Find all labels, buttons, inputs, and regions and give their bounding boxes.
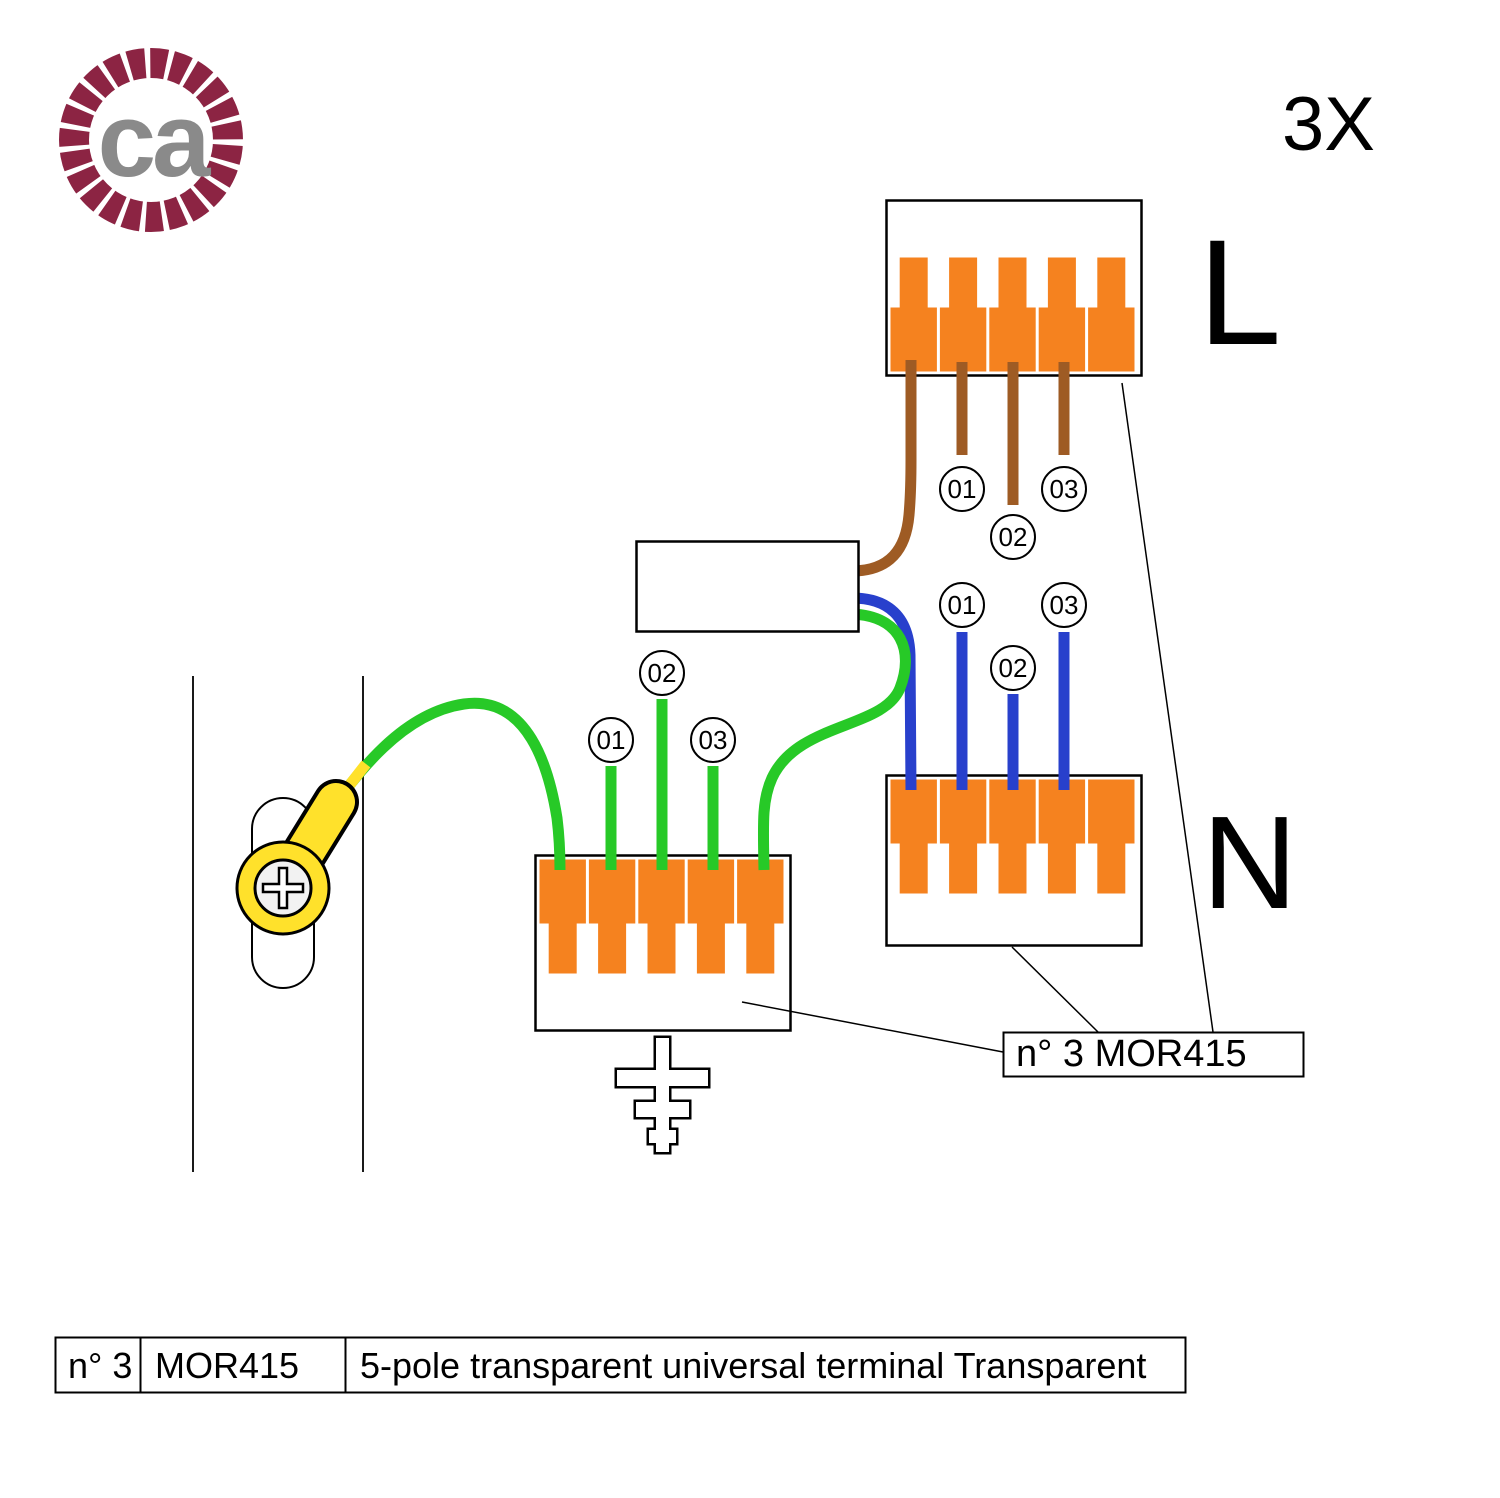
line-terminal-block	[885, 199, 1143, 377]
part-callout-box	[1002, 1031, 1305, 1078]
multiplier-label: 3X	[1282, 82, 1375, 167]
wire-id-badge-earth-02: 02	[639, 650, 685, 696]
svg-text:01: 01	[597, 725, 626, 755]
callout-leader-earth	[741, 1001, 1004, 1053]
line-wires	[851, 360, 1070, 577]
ring-terminal-lug	[235, 779, 359, 936]
earth-wire-feed	[757, 608, 911, 871]
part-callout-text: n° 3 MOR415	[1016, 1033, 1247, 1075]
svg-text:02: 02	[648, 658, 677, 688]
part-callout: n° 3 MOR415	[1002, 1031, 1305, 1078]
earth-wires	[315, 608, 911, 871]
table-cell-quantity	[54, 1336, 142, 1394]
neutral-terminal-block	[885, 774, 1143, 947]
earth-terminal-block	[534, 854, 792, 1032]
line-label: L	[1198, 208, 1281, 376]
svg-text:03: 03	[699, 725, 728, 755]
terminal-comb	[890, 257, 1135, 372]
wire-id-badge-neutral-02: 02	[990, 645, 1036, 691]
table-quantity-text: n° 3	[68, 1345, 132, 1386]
power-feed-box	[635, 540, 860, 633]
wire-id-badge-neutral-03: 03	[1041, 582, 1087, 628]
logo-rope-texture	[57, 46, 245, 234]
line-wire-feed	[851, 360, 917, 577]
wire-id-badge-line-02: 02	[990, 514, 1036, 560]
svg-text:01: 01	[948, 474, 977, 504]
parts-table: n° 3 MOR415 5-pole transparent universal…	[54, 1336, 1187, 1394]
callout-leader-line	[1121, 382, 1214, 1033]
svg-text:03: 03	[1050, 474, 1079, 504]
svg-text:03: 03	[1050, 590, 1079, 620]
phillips-cross-icon	[261, 866, 305, 910]
svg-text:02: 02	[999, 653, 1028, 683]
svg-text:01: 01	[948, 590, 977, 620]
wire-id-badge-earth-03: 03	[690, 717, 736, 763]
table-code-text: MOR415	[155, 1345, 299, 1386]
wire-id-badge-line-01: 01	[939, 466, 985, 512]
svg-text:02: 02	[999, 522, 1028, 552]
terminal-comb	[890, 779, 1135, 894]
table-cell-description	[344, 1336, 1187, 1394]
brand-logo: ca	[57, 46, 245, 234]
wire-id-badge-earth-01: 01	[588, 717, 634, 763]
earth-wire-to-lug	[317, 697, 566, 871]
table-description-text: 5-pole transparent universal terminal Tr…	[360, 1345, 1146, 1386]
wire-id-badge-neutral-01: 01	[939, 582, 985, 628]
terminal-comb	[539, 859, 784, 974]
callout-leader-neutral	[1011, 946, 1099, 1033]
logo-text: ca	[98, 82, 212, 199]
wire-id-badge-line-03: 03	[1041, 466, 1087, 512]
neutral-label: N	[1202, 789, 1297, 936]
ground-symbol-icon	[617, 1038, 708, 1152]
